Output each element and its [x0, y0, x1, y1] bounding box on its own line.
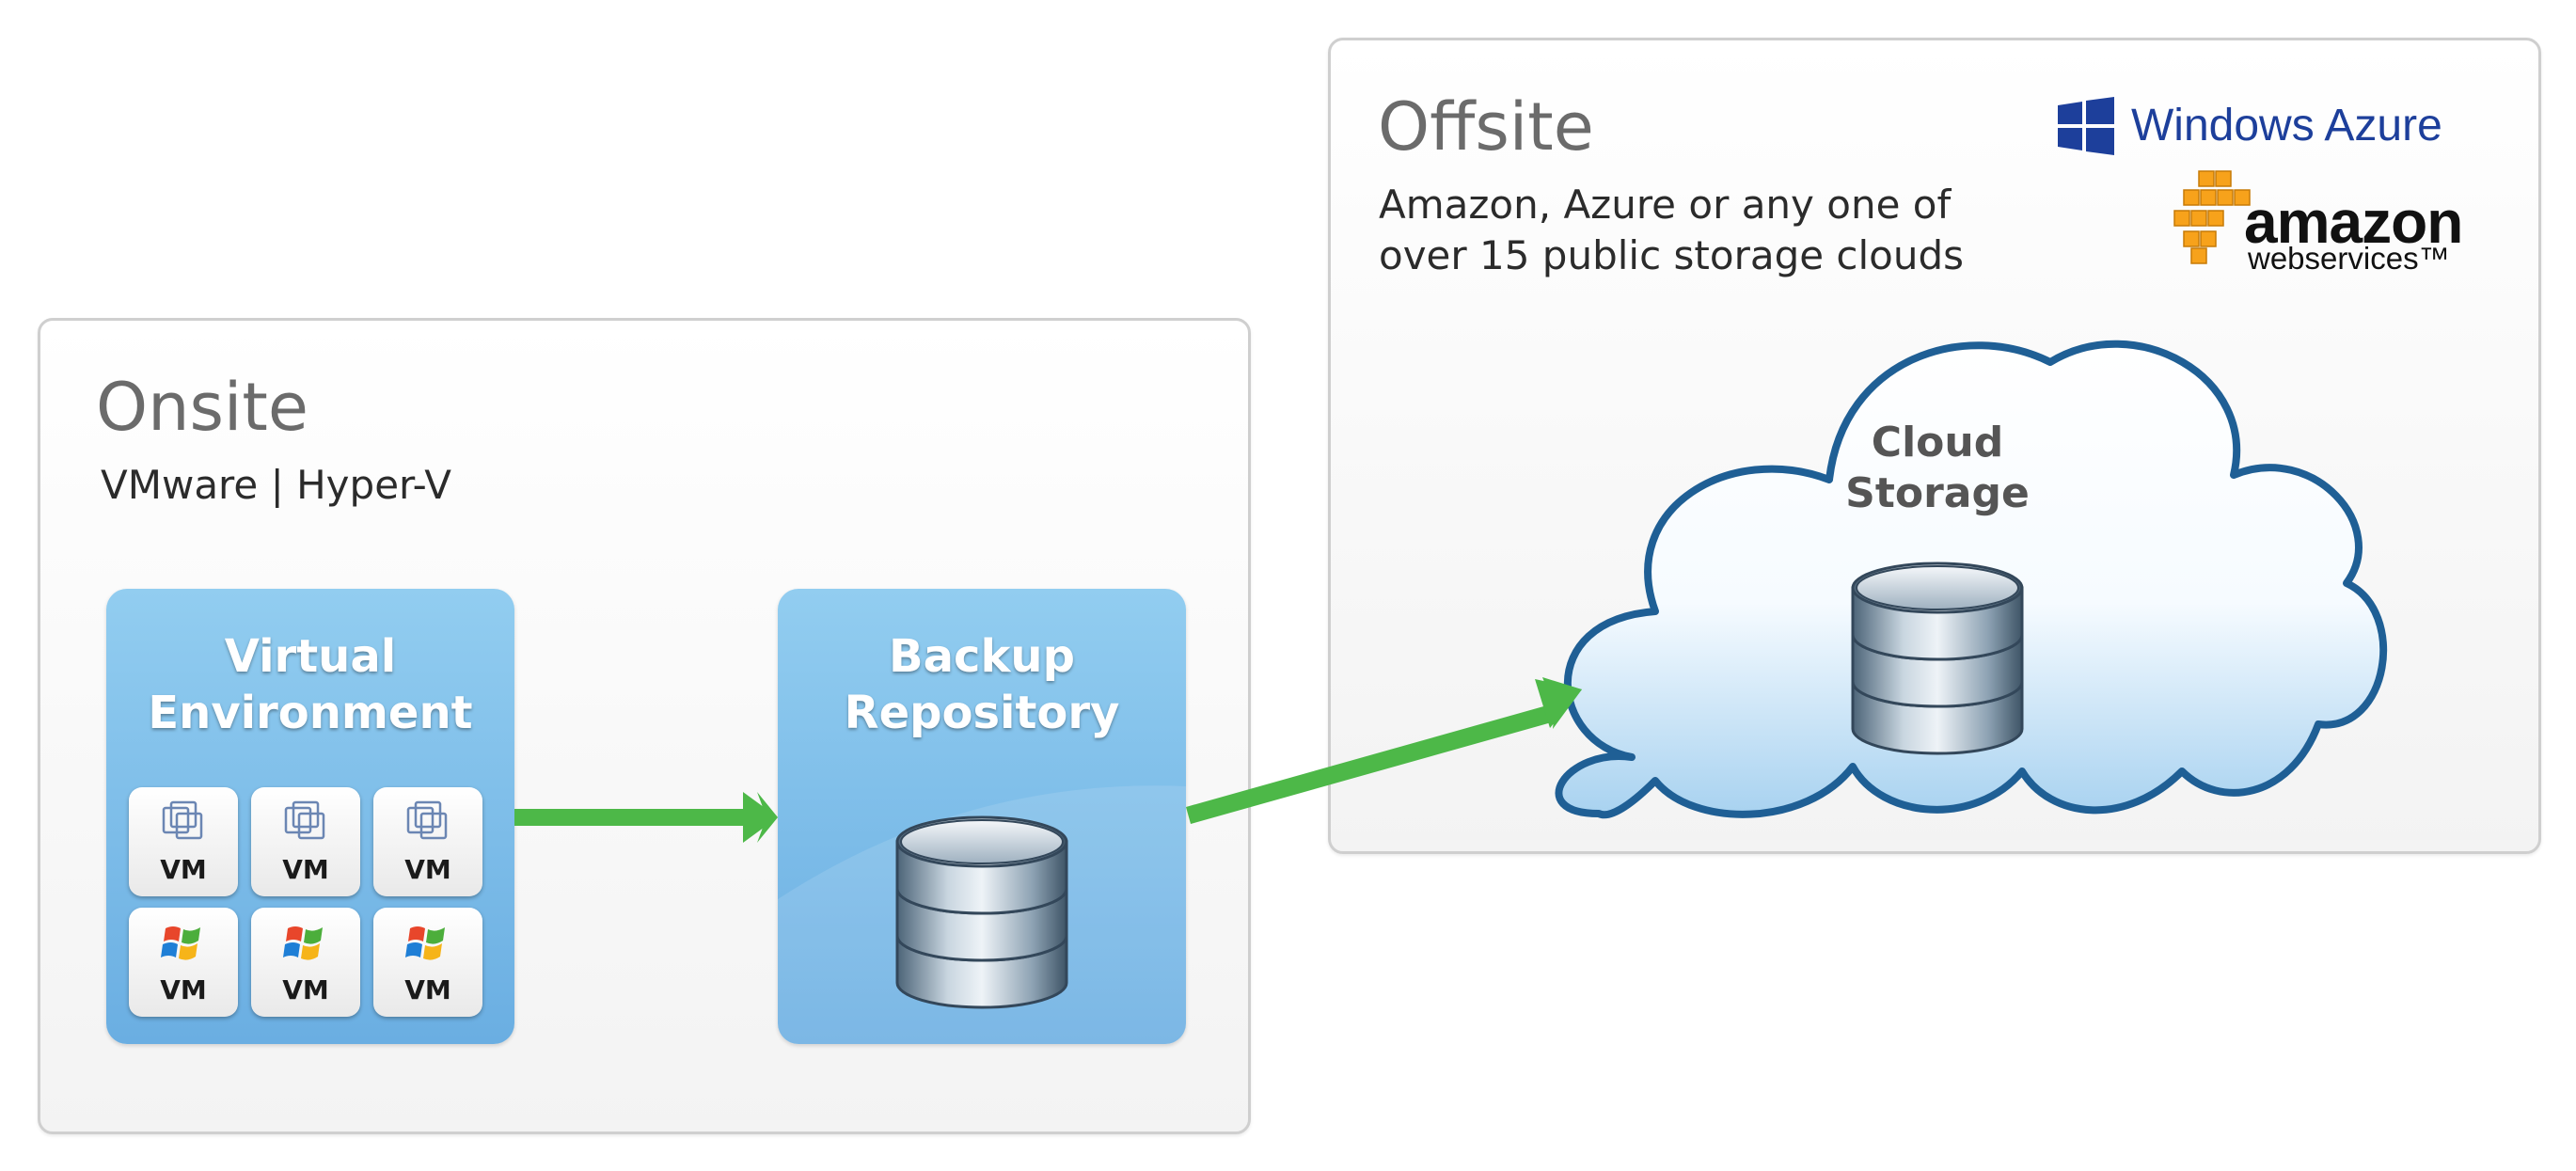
offsite-subtitle-line2: over 15 public storage clouds — [1379, 232, 1965, 278]
aws-cubes-icon — [2173, 170, 2251, 264]
vmware-icon — [162, 800, 203, 840]
backup-repository-title-line1: Backup — [889, 630, 1075, 683]
offsite-subtitle-line1: Amazon, Azure or any one of — [1379, 182, 1952, 228]
vm-label: VM — [404, 974, 451, 1005]
backup-repository-title-line2: Repository — [844, 687, 1120, 739]
windows-icon — [405, 926, 445, 960]
cloud-storage-label-line2: Storage — [1845, 469, 2030, 517]
vmware-icon — [284, 800, 325, 840]
windows-azure-logo-text: Windows Azure — [2131, 101, 2442, 150]
offsite-title: Offsite — [1378, 88, 1594, 166]
vm-tile: VM — [129, 787, 238, 896]
vm-tile: VM — [373, 908, 482, 1017]
vm-label: VM — [160, 974, 207, 1005]
windows-icon — [283, 926, 323, 960]
onsite-subtitle: VMware | Hyper-V — [101, 462, 452, 508]
virtual-environment-title-line1: Virtual — [224, 630, 397, 683]
vm-tile: VM — [251, 908, 360, 1017]
arrow-backup-to-cloud — [1186, 677, 1582, 824]
cloud-database-icon — [1851, 562, 2024, 755]
vm-label: VM — [282, 854, 329, 885]
vmware-icon — [406, 800, 448, 840]
windows-azure-logo-icon — [2058, 97, 2114, 155]
cloud-storage-label-line1: Cloud — [1871, 419, 2004, 467]
virtual-environment-title-line2: Environment — [148, 687, 473, 739]
vm-tile: VM — [129, 908, 238, 1017]
vm-label: VM — [160, 854, 207, 885]
backup-database-icon — [895, 815, 1068, 1009]
vm-label: VM — [282, 974, 329, 1005]
onsite-title: Onsite — [96, 369, 308, 446]
amazon-logo-text: amazon — [2244, 188, 2463, 256]
windows-icon — [161, 926, 200, 960]
webservices-logo-text: webservices™ — [2248, 241, 2450, 276]
vm-tile: VM — [373, 787, 482, 896]
vm-label: VM — [404, 854, 451, 885]
arrow-virtual-to-backup — [514, 792, 778, 843]
vm-tile: VM — [251, 787, 360, 896]
